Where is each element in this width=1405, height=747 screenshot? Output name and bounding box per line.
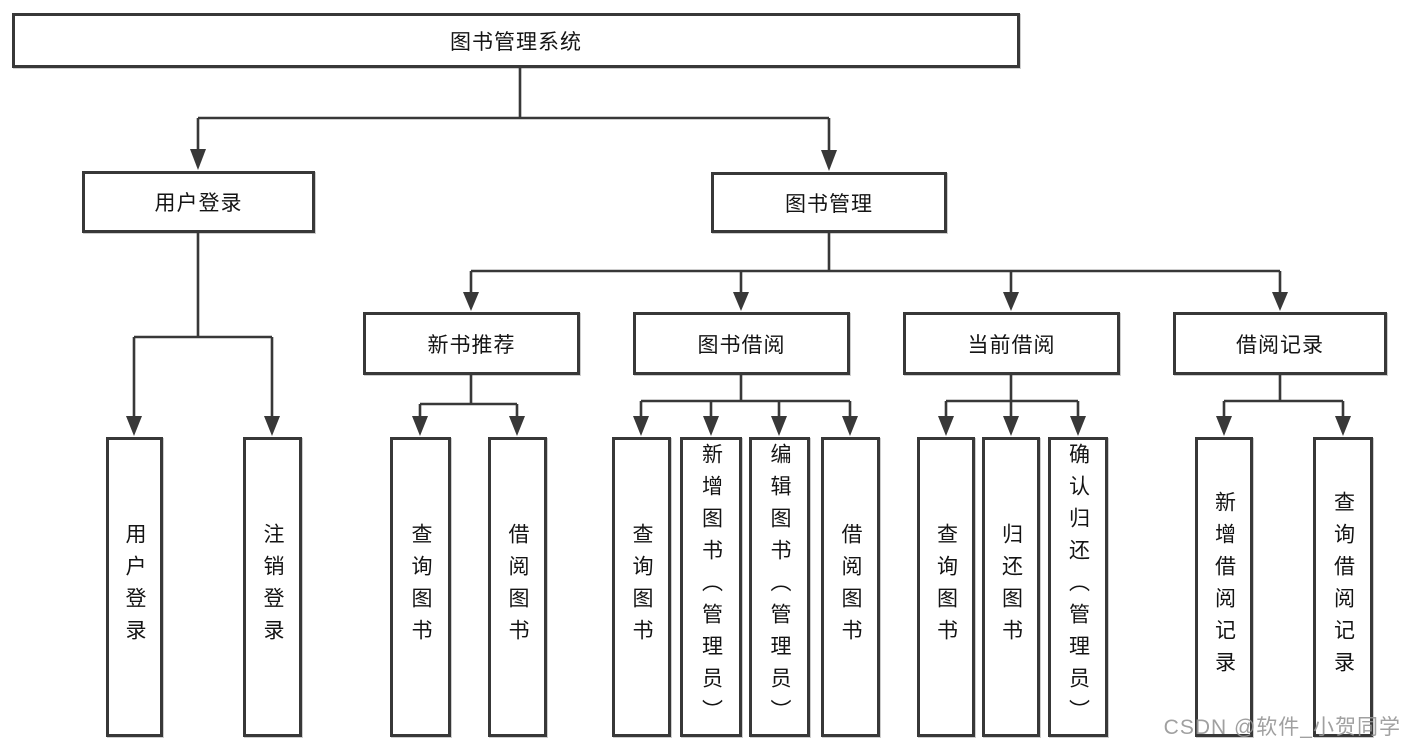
- leaf-confirm-return-admin-label: 确认归还（管理员）: [1066, 443, 1090, 731]
- leaf-recommend-borrow-book-label: 借阅图书: [506, 523, 529, 651]
- node-root: 图书管理系统: [12, 13, 1020, 68]
- leaf-confirm-return-admin: 确认归还（管理员）: [1048, 437, 1108, 737]
- leaf-recommend-query-book-label: 查询图书: [409, 523, 432, 651]
- leaf-borrow-query-book-label: 查询图书: [630, 523, 653, 651]
- leaf-return-book: 归还图书: [982, 437, 1040, 737]
- tree-edges: [132, 68, 1345, 418]
- leaf-user-login: 用户登录: [106, 437, 163, 737]
- leaf-recommend-query-book: 查询图书: [390, 437, 451, 737]
- node-book-borrow: 图书借阅: [633, 312, 850, 375]
- leaf-current-query-book-label: 查询图书: [934, 523, 958, 651]
- node-current-borrow: 当前借阅: [903, 312, 1120, 375]
- leaf-return-book-label: 归还图书: [999, 523, 1023, 651]
- leaf-user-login-label: 用户登录: [123, 523, 146, 651]
- leaf-recommend-borrow-book: 借阅图书: [488, 437, 547, 737]
- leaf-query-borrow-record-label: 查询借阅记录: [1331, 491, 1355, 683]
- leaf-query-borrow-record: 查询借阅记录: [1313, 437, 1373, 737]
- watermark: CSDN @软件_小贺同学: [1163, 716, 1401, 739]
- node-new-book-recommend: 新书推荐: [363, 312, 580, 375]
- leaf-borrow-book: 借阅图书: [821, 437, 880, 737]
- leaf-current-query-book: 查询图书: [917, 437, 975, 737]
- leaf-add-book-admin-label: 新增图书（管理员）: [699, 443, 723, 731]
- leaf-add-book-admin: 新增图书（管理员）: [680, 437, 742, 737]
- leaf-borrow-book-label: 借阅图书: [839, 523, 862, 651]
- leaf-edit-book-admin: 编辑图书（管理员）: [749, 437, 810, 737]
- node-borrow-record: 借阅记录: [1173, 312, 1387, 375]
- leaf-borrow-query-book: 查询图书: [612, 437, 671, 737]
- leaf-edit-book-admin-label: 编辑图书（管理员）: [768, 443, 791, 731]
- leaf-add-borrow-record-label: 新增借阅记录: [1212, 491, 1236, 683]
- arrowheads: [126, 149, 1351, 436]
- leaf-add-borrow-record: 新增借阅记录: [1195, 437, 1253, 737]
- leaf-logout: 注销登录: [243, 437, 302, 737]
- leaf-logout-label: 注销登录: [261, 523, 284, 651]
- node-book-management: 图书管理: [711, 172, 947, 233]
- node-user-login: 用户登录: [82, 171, 315, 233]
